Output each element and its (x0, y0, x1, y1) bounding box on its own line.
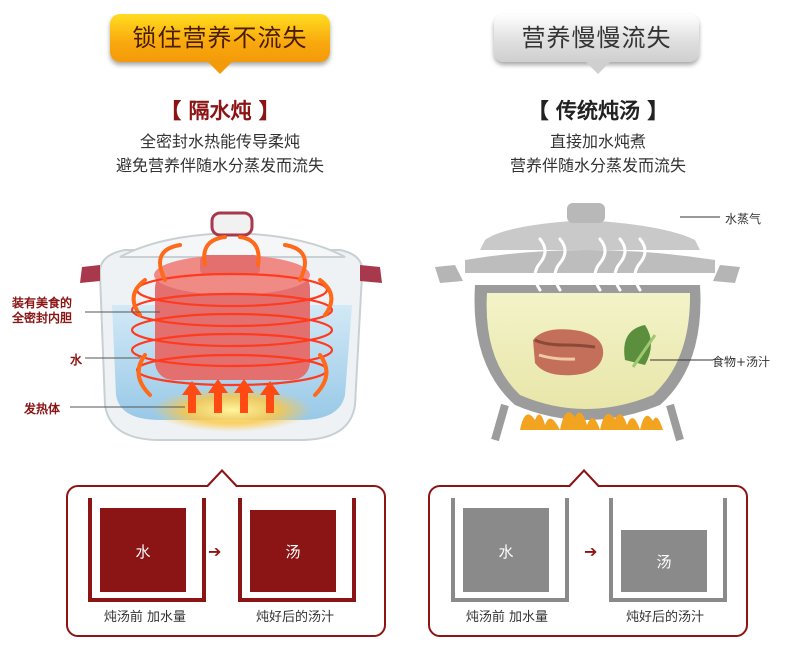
left-desc-line2: 避免营养伴随水分蒸发而流失 (115, 156, 324, 175)
left-before-container (88, 498, 206, 602)
right-after-container (609, 498, 727, 602)
left-after-label: 汤 (285, 543, 301, 561)
right-after-label: 汤 (656, 553, 672, 571)
inner-pot-label-line1: 装有美食的 (12, 296, 73, 310)
traditional-pot-illustration (435, 203, 740, 442)
right-before-label: 水 (498, 543, 514, 561)
left-after-caption: 炖好后的汤汁 (255, 610, 334, 625)
steam-label: 水蒸气 (725, 212, 762, 226)
left-before-water (100, 508, 186, 592)
right-frame-pointer-inner (570, 472, 598, 487)
right-after-soup (621, 530, 707, 592)
right-desc-line1: 直接加水炖煮 (549, 132, 646, 151)
left-arrow-icon: ➔ (208, 542, 222, 561)
stew-pot-illustration (70, 211, 382, 441)
left-frame-pointer-inner (208, 472, 236, 487)
right-before-caption: 炖汤前 加水量 (465, 610, 549, 625)
left-before-label: 水 (135, 543, 151, 561)
inner-pot-label-line2: 全密封内胆 (12, 311, 73, 325)
heater-label: 发热体 (24, 402, 61, 416)
right-arrow-icon: ➔ (584, 542, 598, 561)
left-heading-tag: 锁住营养不流失 (110, 14, 330, 62)
left-tag-pointer (206, 60, 234, 74)
left-desc-line1: 全密封水热能传导柔炖 (139, 132, 300, 151)
right-heading-tag: 营养慢慢流失 (494, 14, 699, 62)
water-label: 水 (70, 353, 83, 367)
right-tag-pointer (584, 60, 612, 74)
left-after-container (238, 498, 356, 602)
left-after-soup (250, 510, 336, 592)
food-soup-label: 食物+汤汁 (712, 355, 771, 369)
right-after-caption: 炖好后的汤汁 (625, 610, 704, 625)
left-method-title: 【 隔水炖 】 (160, 99, 280, 123)
left-before-caption: 炖汤前 加水量 (103, 610, 187, 625)
right-before-water (463, 508, 549, 592)
right-desc-line2: 营养伴随水分蒸发而流失 (509, 156, 686, 175)
right-before-container (451, 498, 569, 602)
right-method-title: 【 传统炖汤 】 (527, 99, 669, 123)
